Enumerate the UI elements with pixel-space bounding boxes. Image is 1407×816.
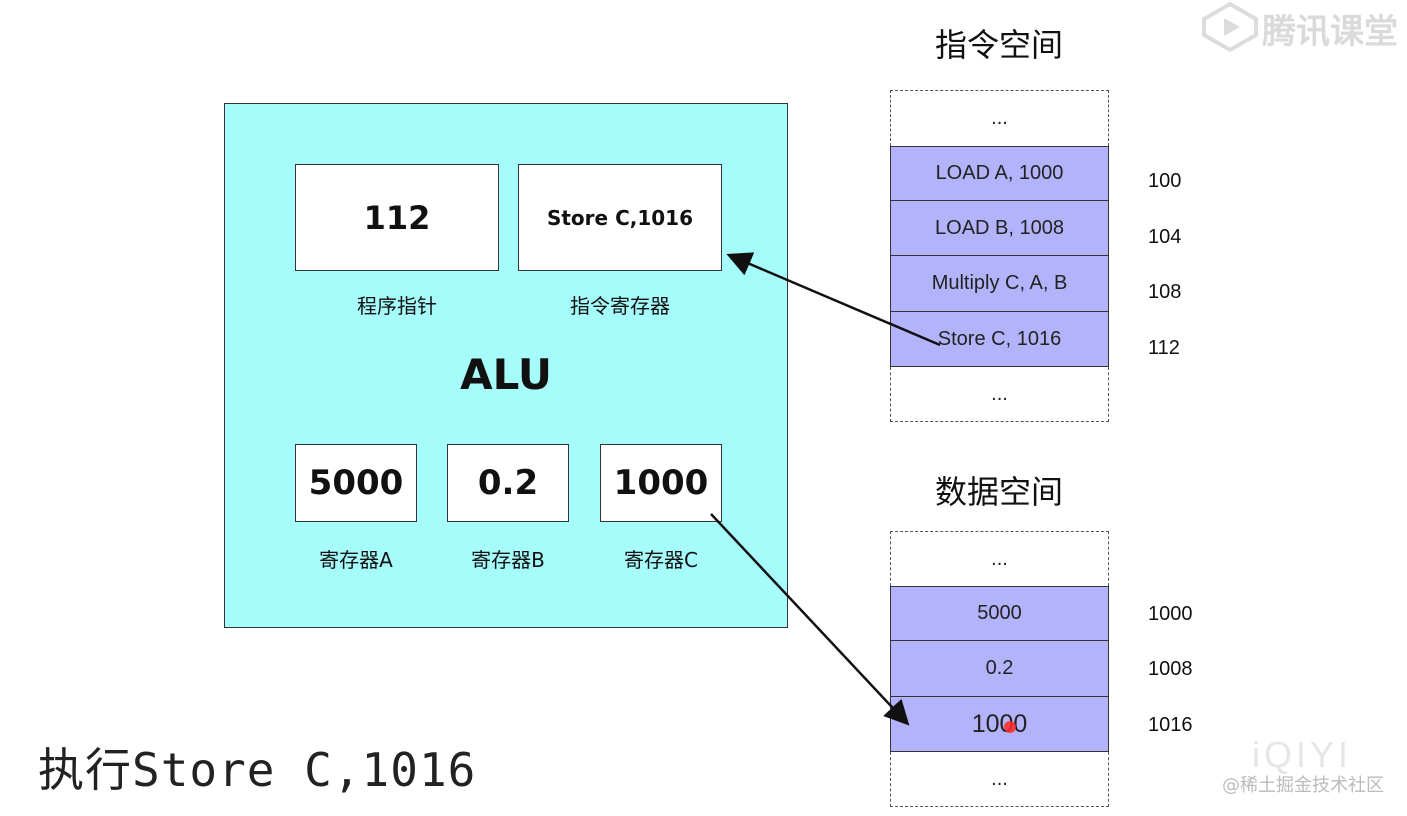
register-b-value: 0.2 (477, 463, 539, 503)
ellipsis-text: ... (991, 107, 1008, 129)
store-arrow (710, 513, 910, 726)
register-c-label: 寄存器C (624, 548, 698, 572)
data-cell-text: 0.2 (985, 657, 1014, 679)
data-address: 1008 (1148, 658, 1193, 680)
data-space-bottom-ellipsis: ... (890, 752, 1109, 807)
register-b-label: 寄存器B (471, 548, 545, 572)
data-cell-text: 1000 (971, 709, 1028, 738)
data-address: 1000 (1148, 603, 1193, 625)
instruction-space-title: 指令空间 (935, 26, 1064, 64)
instruction-address: 100 (1148, 170, 1182, 192)
instruction-address: 108 (1148, 281, 1182, 303)
data-cell-text: 5000 (977, 602, 1022, 624)
data-cell: 1000 (890, 697, 1109, 752)
instruction-cell-text: Store C, 1016 (937, 327, 1062, 350)
program-counter-value: 112 (363, 198, 431, 237)
instruction-register-value: Store C,1016 (546, 205, 694, 230)
register-a-value: 5000 (308, 463, 404, 503)
ellipsis-text: ... (991, 547, 1008, 570)
alu-label: ALU (460, 350, 552, 399)
instruction-space-top-ellipsis: ... (890, 90, 1109, 146)
fetch-arrow (726, 252, 941, 347)
register-a-label: 寄存器A (319, 548, 393, 572)
execution-caption: 执行Store C,1016 (38, 743, 477, 797)
data-space-title: 数据空间 (935, 473, 1064, 511)
instruction-cell: Store C, 1016 (890, 312, 1109, 367)
instruction-cell-text: Multiply C, A, B (931, 272, 1068, 294)
program-counter-label: 程序指针 (357, 294, 437, 318)
register-c-value: 1000 (613, 463, 709, 503)
data-cell: 0.2 (890, 641, 1109, 697)
brand-watermark: 腾讯课堂 (1262, 12, 1398, 52)
register-c-box: 1000 (600, 444, 722, 522)
instruction-register-box: Store C,1016 (518, 164, 722, 271)
instruction-cell: LOAD B, 1008 (890, 201, 1109, 256)
data-space-top-ellipsis: ... (890, 531, 1109, 586)
instruction-cell: LOAD A, 1000 (890, 146, 1109, 201)
instruction-cell-text: LOAD B, 1008 (935, 216, 1064, 239)
instruction-cell-text: LOAD A, 1000 (935, 162, 1064, 184)
register-b-box: 0.2 (447, 444, 569, 522)
instruction-address: 104 (1148, 226, 1182, 248)
instruction-cell: Multiply C, A, B (890, 256, 1109, 312)
community-watermark: @稀土掘金技术社区 (1222, 775, 1384, 796)
instruction-register-label: 指令寄存器 (570, 294, 670, 318)
play-logo-icon (1202, 1, 1258, 53)
program-counter-box: 112 (295, 164, 499, 271)
instruction-address: 112 (1148, 337, 1180, 359)
player-watermark: iQIYI (1252, 734, 1353, 775)
data-cell: 5000 (890, 586, 1109, 641)
instruction-space-bottom-ellipsis: ... (890, 367, 1109, 422)
pointer-highlight (1004, 721, 1016, 733)
register-a-box: 5000 (295, 444, 417, 522)
data-address: 1016 (1148, 714, 1193, 736)
ellipsis-text: ... (991, 767, 1008, 790)
cpu-block: 112 程序指针 Store C,1016 指令寄存器 ALU 5000 寄存器… (224, 103, 788, 628)
ellipsis-text: ... (991, 382, 1008, 405)
